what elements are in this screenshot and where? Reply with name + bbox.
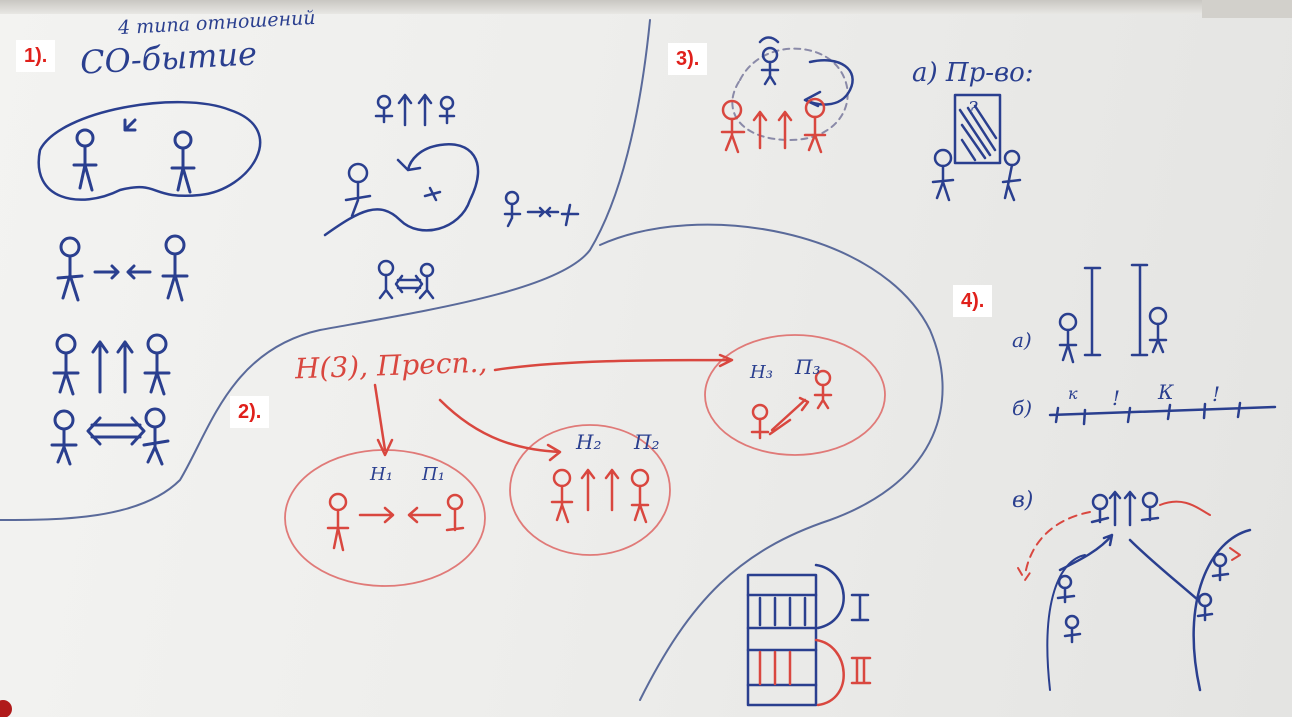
figures-group-2	[326, 353, 833, 552]
label-h1: Н₁	[370, 464, 393, 485]
presup-text: Н(3), Пресп.,	[294, 345, 488, 386]
divider-curve	[0, 19, 651, 521]
label-h2: Н₂	[576, 430, 602, 454]
figures-group-3	[720, 36, 854, 154]
label-prvo: а) Пр-во:	[912, 58, 1034, 88]
section-label-2: 2).	[230, 396, 270, 428]
label-ex2: !	[1212, 382, 1221, 406]
label-4b: б)	[1012, 396, 1033, 420]
label-p2: П₂	[634, 430, 660, 454]
magnet	[0, 700, 12, 717]
figures-group-1b	[323, 93, 580, 300]
figures-group-4	[1046, 263, 1277, 692]
figures-group-1	[50, 118, 196, 466]
label-4v: в)	[1012, 488, 1034, 513]
blob-1	[37, 100, 262, 201]
label-k2: К	[1158, 380, 1174, 404]
section-label-1: 1).	[16, 40, 56, 72]
bookshelf-drawing	[746, 563, 872, 707]
label-k1: к	[1068, 384, 1078, 403]
label-4a: а)	[1012, 328, 1032, 352]
label-p3: П₃	[795, 355, 821, 379]
label-p1: П₁	[422, 464, 445, 485]
board-frame	[0, 0, 1292, 14]
figures-group-3a	[931, 93, 1022, 202]
red-dashes-4v	[1017, 500, 1241, 581]
divider-curve-2	[599, 223, 944, 701]
label-ex1: !	[1112, 386, 1121, 410]
label-question: ?	[968, 98, 978, 119]
section-label-3: 3).	[668, 43, 708, 75]
label-h3: Н₃	[750, 362, 773, 383]
wall	[1202, 0, 1292, 18]
title-line-2: СО-бытие	[79, 34, 258, 82]
section-label-4: 4).	[953, 285, 993, 317]
